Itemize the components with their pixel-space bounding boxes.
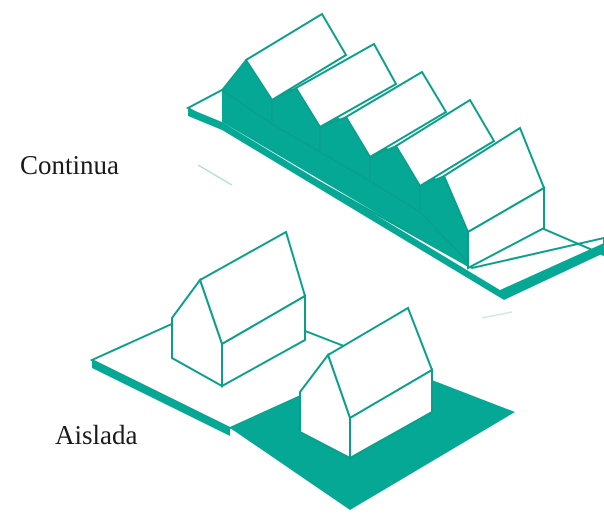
continua-house-4 [369,98,496,214]
aislada-house-b [299,306,434,460]
aislada-house-a [171,230,307,388]
continua-label: Continua [20,150,119,180]
aislada-plate-edge [92,360,230,436]
continua-house-1 [220,12,348,126]
continua-plate-edge [188,108,604,300]
aislada-label: Aislada [55,420,138,450]
aislada-detached-houses [89,230,515,510]
continua-house-5 [419,126,546,270]
continua-house-3 [319,70,448,183]
continua-house-2 [271,42,398,154]
continua-row-houses [185,12,604,319]
